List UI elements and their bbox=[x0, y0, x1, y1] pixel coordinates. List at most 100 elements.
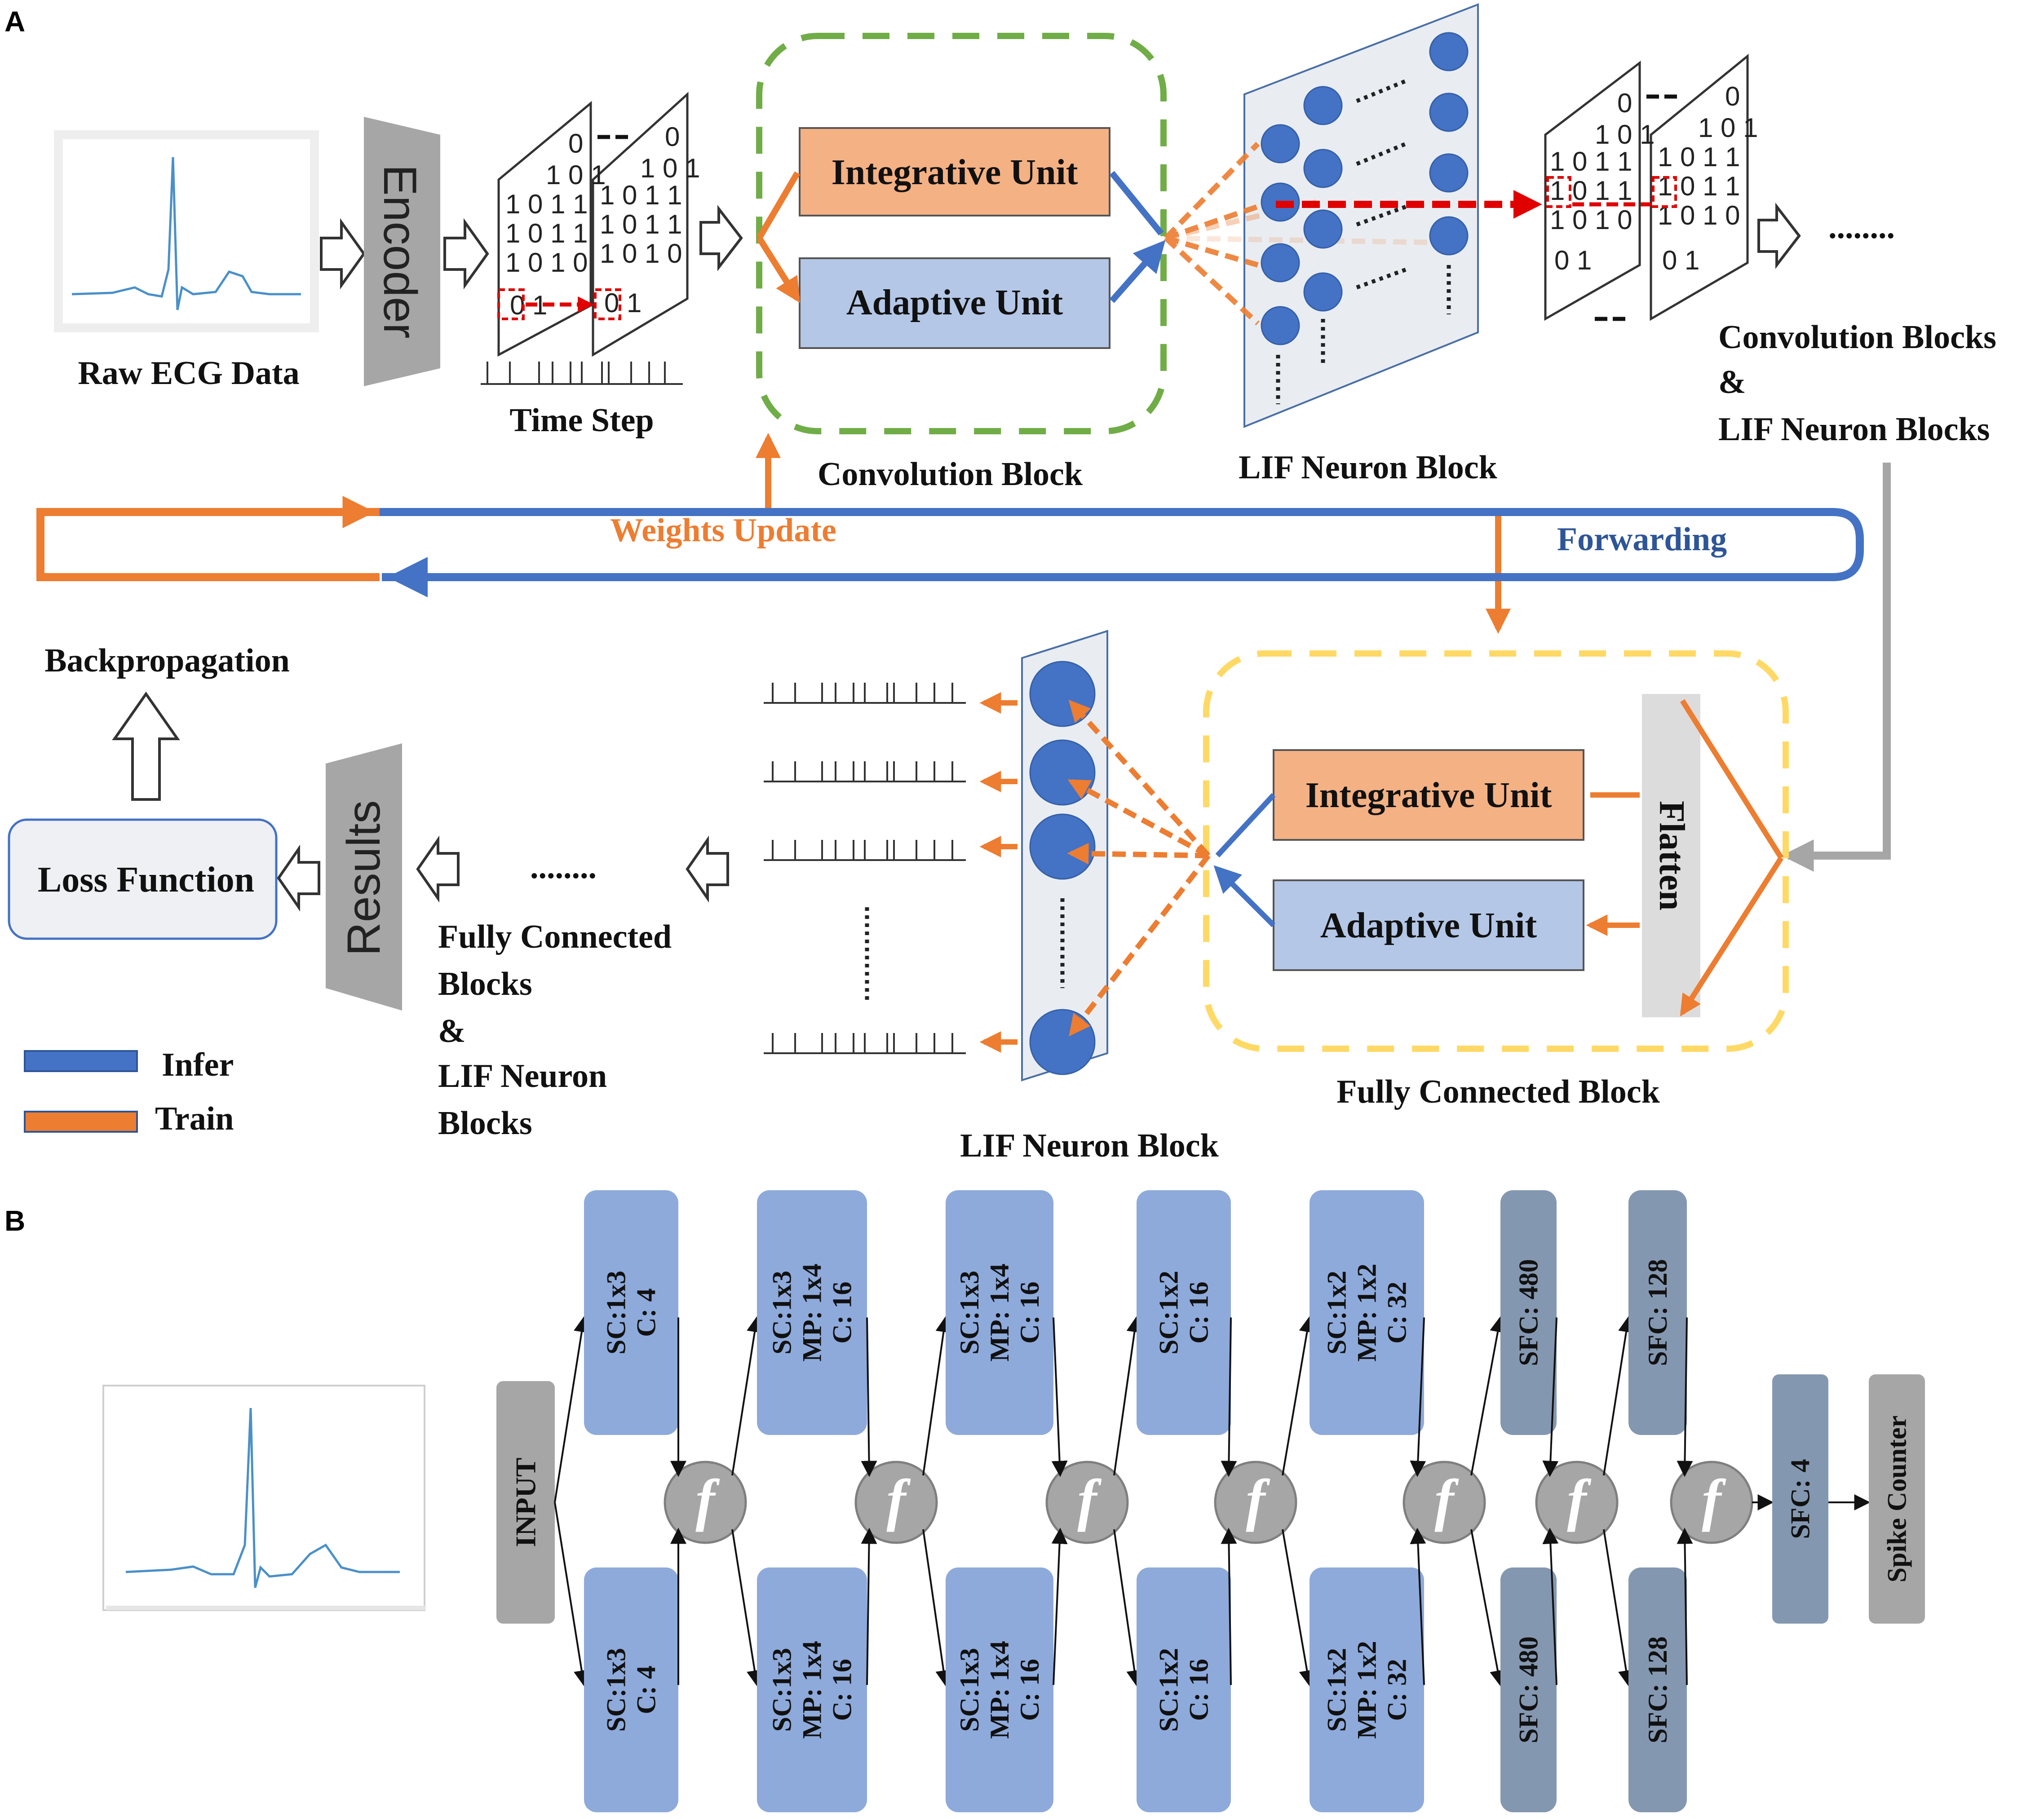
connection-arrow bbox=[1113, 1316, 1143, 1476]
svg-text:0 1: 0 1 bbox=[1554, 245, 1592, 275]
final-layer-label: SFC: 4 bbox=[1786, 1459, 1815, 1539]
output-sheets: 01 0 1 1 0 1 11 0 1 1 1 0 1 00 1 01 0 1 … bbox=[1544, 53, 1758, 321]
connection-arrow bbox=[1603, 1316, 1634, 1476]
layer-2-bottom-label: SC:1x3 bbox=[767, 1648, 796, 1732]
legend: Infer Train bbox=[24, 1046, 234, 1137]
input-layer bbox=[496, 1381, 555, 1624]
bit-row: 1 0 1 1 bbox=[600, 180, 682, 210]
fc-blocks-label-2: Blocks bbox=[438, 966, 532, 1002]
connection-arrow bbox=[1677, 1317, 1693, 1477]
output-spike-trains bbox=[764, 683, 966, 1054]
layer-2-top bbox=[757, 1190, 867, 1435]
hollow-arrow-4 bbox=[1757, 203, 1801, 269]
spike-counter-label: Spike Counter bbox=[1882, 1416, 1912, 1583]
training-loop bbox=[36, 433, 1864, 634]
layer-4-bottom-label: C: 16 bbox=[1184, 1659, 1214, 1721]
bit-row: 1 0 1 0 bbox=[505, 247, 588, 278]
connection-arrow bbox=[1282, 1529, 1315, 1687]
activation-function-node bbox=[1214, 1461, 1297, 1544]
legend-infer-label: Infer bbox=[162, 1046, 234, 1083]
bottom-ellipsis: ........ bbox=[530, 849, 597, 886]
fc-adaptive-unit: Adaptive Unit bbox=[1273, 879, 1584, 971]
layer-3-top-label: MP: 1x4 bbox=[985, 1263, 1014, 1361]
bit-row: 0 bbox=[665, 122, 680, 152]
hollow-arrow-2 bbox=[443, 218, 489, 290]
layer-4-bottom-label: SC:1x2 bbox=[1154, 1648, 1183, 1732]
conv-blocks-label-1: Convolution Blocks bbox=[1718, 319, 1996, 356]
layer-2-bottom-label: MP: 1x4 bbox=[797, 1641, 827, 1739]
layer-7-top-label: SFC: 128 bbox=[1643, 1259, 1672, 1366]
lif-neuron-block-bottom bbox=[979, 630, 1211, 1082]
hollow-arrow-7 bbox=[277, 844, 320, 912]
panel-label-b: B bbox=[4, 1205, 25, 1237]
svg-text:1 0 1 1: 1 0 1 1 bbox=[1658, 171, 1740, 201]
activation-function-node bbox=[1535, 1461, 1619, 1544]
connection-arrow bbox=[731, 1529, 763, 1687]
loss-function-label: Loss Function bbox=[38, 860, 254, 900]
spike-counter bbox=[1869, 1374, 1925, 1624]
conv-adaptive-unit: Adaptive Unit bbox=[799, 257, 1110, 349]
connection-arrow bbox=[922, 1316, 952, 1476]
raw-ecg-thumbnail bbox=[54, 130, 319, 332]
layer-3-bottom-label: MP: 1x4 bbox=[985, 1641, 1014, 1739]
activation-function-node bbox=[854, 1461, 938, 1544]
layer-5-bottom-label: SC:1x2 bbox=[1322, 1648, 1351, 1732]
activation-function-node bbox=[1045, 1461, 1129, 1544]
layer-3-top-label: C: 16 bbox=[1015, 1281, 1044, 1343]
layer-1-bottom-label: SC:1x3 bbox=[601, 1648, 631, 1732]
conv-blocks-label-3: LIF Neuron Blocks bbox=[1718, 411, 1990, 448]
hollow-arrow-6 bbox=[416, 835, 460, 903]
layer-2-top-label: SC:1x3 bbox=[767, 1271, 796, 1355]
top-ellipsis: ........ bbox=[1828, 209, 1895, 246]
layer-1-bottom bbox=[584, 1567, 678, 1812]
forwarding-label: Forwarding bbox=[1557, 521, 1727, 558]
svg-text:0: 0 bbox=[1725, 81, 1740, 111]
fc-adaptive-label: Adaptive Unit bbox=[1320, 906, 1537, 945]
layer-2-top-label: C: 16 bbox=[827, 1281, 857, 1343]
connection-arrow bbox=[1470, 1529, 1506, 1687]
flatten-block: Flatten bbox=[1642, 694, 1700, 1017]
fc-integrative-unit: Integrative Unit bbox=[1273, 749, 1584, 841]
svg-text:0: 0 bbox=[1617, 88, 1632, 118]
connection-arrow bbox=[861, 1528, 877, 1685]
bit-row: 1 0 1 1 bbox=[505, 189, 588, 219]
fully-connected-block-label: Fully Connected Block bbox=[1336, 1073, 1660, 1110]
layer-5-top bbox=[1310, 1190, 1424, 1435]
flatten-label: Flatten bbox=[1652, 801, 1691, 910]
layer-3-bottom-label: C: 16 bbox=[1015, 1659, 1044, 1721]
conv-merge-arrows bbox=[1109, 171, 1161, 303]
layer-6-bottom-label: SFC: 480 bbox=[1514, 1636, 1544, 1743]
layer-3-bottom-label: SC:1x3 bbox=[955, 1648, 984, 1732]
flatten-split-arrows bbox=[1682, 699, 1784, 1013]
bit-row: 1 0 1 bbox=[640, 153, 700, 183]
convolution-block-border bbox=[756, 33, 1167, 434]
bit-row: 1 0 1 0 bbox=[600, 238, 682, 269]
fc-blocks-label-5: Blocks bbox=[438, 1105, 532, 1142]
svg-text:1 0 1 1: 1 0 1 1 bbox=[1550, 146, 1633, 177]
fc-integrative-label: Integrative Unit bbox=[1305, 776, 1552, 815]
connection-arrow bbox=[554, 1316, 590, 1503]
layer-1-top bbox=[584, 1190, 678, 1435]
fc-merge-arrows bbox=[1217, 793, 1276, 927]
svg-text:0 1: 0 1 bbox=[1662, 245, 1699, 275]
svg-text:1 0 1: 1 0 1 bbox=[1595, 119, 1655, 150]
lif-neuron-block-top-label: LIF Neuron Block bbox=[1239, 449, 1497, 486]
legend-train-swatch bbox=[24, 1111, 138, 1133]
layer-3-top bbox=[946, 1190, 1053, 1435]
connection-arrow bbox=[1051, 1528, 1068, 1685]
layer-5-bottom-label: MP: 1x2 bbox=[1352, 1641, 1382, 1739]
conv-split-arrows bbox=[756, 171, 797, 299]
connection-arrow bbox=[1470, 1316, 1506, 1476]
legend-infer-swatch bbox=[24, 1050, 138, 1072]
connection-arrow bbox=[1410, 1528, 1426, 1685]
layer-3-bottom bbox=[946, 1567, 1053, 1812]
loss-function-box: Loss Function bbox=[8, 818, 278, 940]
svg-text:1 0 1: 1 0 1 bbox=[1698, 113, 1758, 143]
layer-2-top-label: MP: 1x4 bbox=[797, 1263, 827, 1361]
legend-train-label: Train bbox=[155, 1100, 234, 1137]
connection-arrow bbox=[1113, 1529, 1143, 1687]
final-layer bbox=[1772, 1374, 1828, 1624]
layer-5-top-label: MP: 1x2 bbox=[1352, 1263, 1382, 1361]
lif-neuron-block-top bbox=[1164, 3, 1542, 428]
convolution-block-label: Convolution Block bbox=[818, 456, 1083, 493]
